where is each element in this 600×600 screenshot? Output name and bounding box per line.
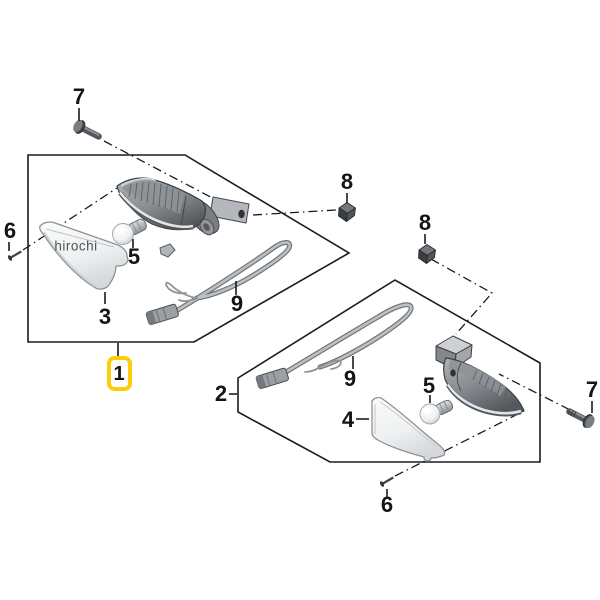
lens-front-icon [39,221,129,290]
callout-bulb-front[interactable]: 5 [127,244,141,269]
axis-bolt-rear [498,373,587,419]
callout-screw-rear[interactable]: 6 [380,492,394,517]
axis-screw-front [22,187,118,251]
callout-screw-front[interactable]: 6 [3,218,17,243]
watermark-text: hirochi [54,238,98,254]
cable-rear-icon [255,302,414,390]
mount-tab-front [159,243,176,258]
housing-rear-icon [435,335,525,417]
cable-front-icon [145,240,293,326]
front-assembly-box [27,154,351,343]
bolt-front-icon [73,119,102,140]
screw-front-icon [7,250,22,261]
axis-nut-rear [430,258,494,335]
axis-lines [22,140,587,477]
bolt-rear-icon [566,408,595,429]
callout-cable-rear[interactable]: 9 [343,366,357,391]
leader-lines [8,108,593,497]
callout-lens-front[interactable]: 3 [98,304,112,329]
callout-cable-front[interactable]: 9 [230,291,244,316]
rear-assembly-box [237,279,541,463]
bulb-rear-icon [419,399,454,425]
callout-bulb-rear[interactable]: 5 [422,373,436,398]
callout-nut-rear[interactable]: 8 [418,210,432,235]
callout-assembly-rear[interactable]: 2 [214,381,228,406]
nut-front-icon [338,202,356,222]
callout-assembly-front[interactable]: 1 [113,363,125,385]
lens-rear-icon [371,396,446,462]
highlight-box[interactable] [107,356,132,391]
nut-rear-icon [418,244,436,264]
callout-bolt-front[interactable]: 7 [72,84,86,109]
axis-screw-rear [394,411,523,477]
callout-bolt-rear[interactable]: 7 [585,377,599,402]
callout-lens-rear[interactable]: 4 [341,407,355,432]
housing-front-icon [116,177,250,236]
screw-rear-icon [379,476,394,487]
bulb-front-icon [112,218,147,245]
callout-nut-front[interactable]: 8 [340,169,354,194]
axis-bolt-front [103,140,242,214]
axis-nut-front [252,209,337,216]
